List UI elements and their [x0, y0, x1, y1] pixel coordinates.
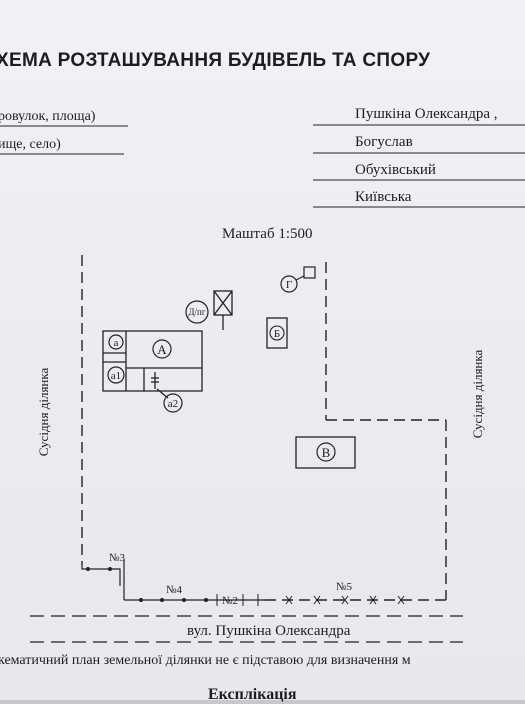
building-a2-marker — [163, 393, 183, 413]
fence-label-n5: №5 — [336, 581, 352, 593]
fence-label-n4: №4 — [166, 584, 182, 596]
street-name-label: вул. Пушкіна Олександра — [187, 623, 351, 639]
building-V-marker — [316, 442, 336, 462]
building-a1-marker — [107, 366, 125, 384]
street-edges — [30, 615, 463, 643]
fence-posts — [86, 567, 208, 602]
structure-G-marker — [280, 275, 298, 293]
plot-boundary — [81, 255, 447, 601]
structure-G-outline — [303, 266, 316, 279]
settlement-field-label: ище, село) — [0, 137, 61, 152]
building-A-label: А — [157, 342, 167, 357]
structure-G-label: Г — [286, 279, 292, 291]
document-title: ХЕМА РОЗТАШУВАННЯ БУДІВЕЛЬ ТА СПОРУ — [0, 50, 431, 71]
structure-dpg-label: Д/пг — [188, 307, 205, 317]
footer-note: кематичний план земельної ділянки не є п… — [0, 653, 411, 668]
building-V-outline — [295, 436, 356, 469]
explication-heading: Експлікація — [208, 686, 297, 703]
fence-lines — [81, 560, 265, 601]
scale-label: Маштаб 1:500 — [222, 226, 313, 242]
building-a-small-label: а — [114, 337, 119, 349]
building-a2-label: а2 — [168, 398, 178, 410]
fence-ticks — [216, 594, 405, 606]
building-a-group — [102, 330, 203, 399]
district-field-value: Обухівський — [355, 162, 436, 178]
fence-label-n3: №3 — [109, 552, 125, 564]
building-B-label: Б — [274, 328, 280, 340]
building-a1-label: а1 — [111, 370, 121, 382]
address-underlines — [0, 124, 525, 208]
structure-G-leader — [295, 275, 305, 281]
building-V-label: В — [322, 445, 331, 460]
structure-dpg-marker — [185, 300, 209, 324]
street-field-value: Пушкіна Олександра , — [355, 106, 498, 122]
street-field-label: ровулок, площа) — [0, 109, 96, 124]
structure-dpg — [213, 290, 233, 330]
region-field-value: Київська — [355, 189, 412, 205]
building-B-marker — [269, 325, 285, 341]
building-B-outline — [266, 317, 288, 349]
building-A-marker — [152, 339, 172, 359]
building-a-small-marker — [108, 334, 124, 350]
settlement-field-value: Богуслав — [355, 134, 413, 150]
fence-label-n2: №2 — [222, 595, 238, 607]
